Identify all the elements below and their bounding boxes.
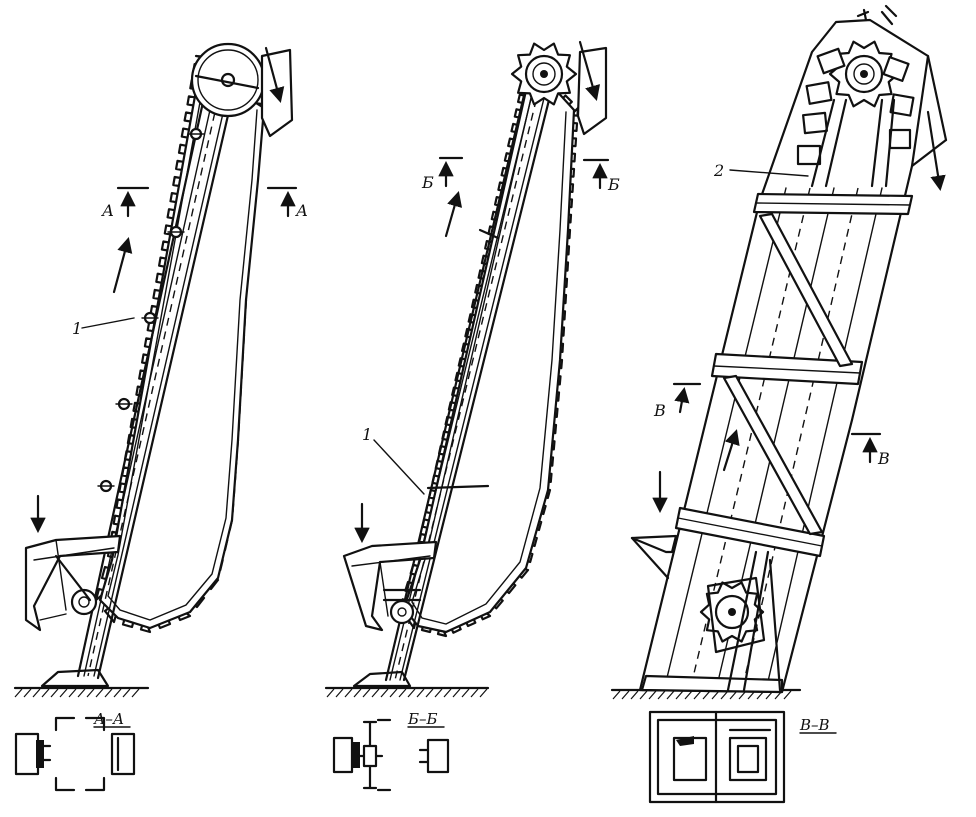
section-b-caption: Б–Б [407,710,438,728]
section-mark-v-left: В [653,382,702,420]
right-head-sprocket [828,40,900,108]
middle-part-1-label: 1 [362,425,372,444]
section-v-left-label: В [653,401,666,420]
middle-head-sprocket [510,42,578,106]
right-casing [638,18,930,694]
right-part-2-label: 2 [713,161,724,180]
right-elevator: 2 В В В–В [610,4,948,804]
section-a-left-label: А [101,201,114,220]
section-v-caption: В–В [799,716,830,734]
section-mark-b-left: Б [421,156,464,192]
section-v-v-view: В–В [648,710,837,804]
section-b-b-view: Б–Б [332,710,450,792]
section-mark-b-right: Б [582,158,620,194]
section-mark-a-right: А [266,186,308,220]
left-buckets-markers [97,127,205,493]
section-mark-v-right: В [850,432,890,468]
left-discharge-arrow [264,46,285,103]
middle-boot [342,540,438,632]
middle-discharge-chute [576,46,608,136]
left-boot [24,534,122,632]
middle-ground [324,670,490,698]
middle-mast [384,68,558,682]
right-diagonal-braces [722,212,854,536]
middle-flow-arrow-up [444,191,463,238]
middle-discharge-arrow [578,40,601,101]
section-mark-a-left: А [101,186,150,220]
right-top-buckets [796,47,915,188]
right-discharge-arrow [926,110,946,192]
left-head-pulley [190,42,266,118]
left-ground [13,668,150,698]
section-a-a-view: А–А [14,710,136,792]
left-elevator: А А 1 А–А [13,42,308,792]
left-part-1-label: 1 [72,319,82,338]
right-stiffener-bands [640,192,914,694]
section-a-right-label: А [295,201,308,220]
right-flow-arrow-up [722,429,740,472]
left-mast [76,68,240,680]
section-a-caption: А–А [93,710,124,728]
right-boot-sprocket [699,550,782,692]
right-feed-hopper [630,534,678,554]
left-flow-arrow-up [112,237,133,294]
section-b-left-label: Б [421,173,434,192]
middle-elevator: Б Б 1 Б–Б [324,40,620,792]
section-v-right-label: В [877,449,890,468]
section-b-right-label: Б [607,175,620,194]
